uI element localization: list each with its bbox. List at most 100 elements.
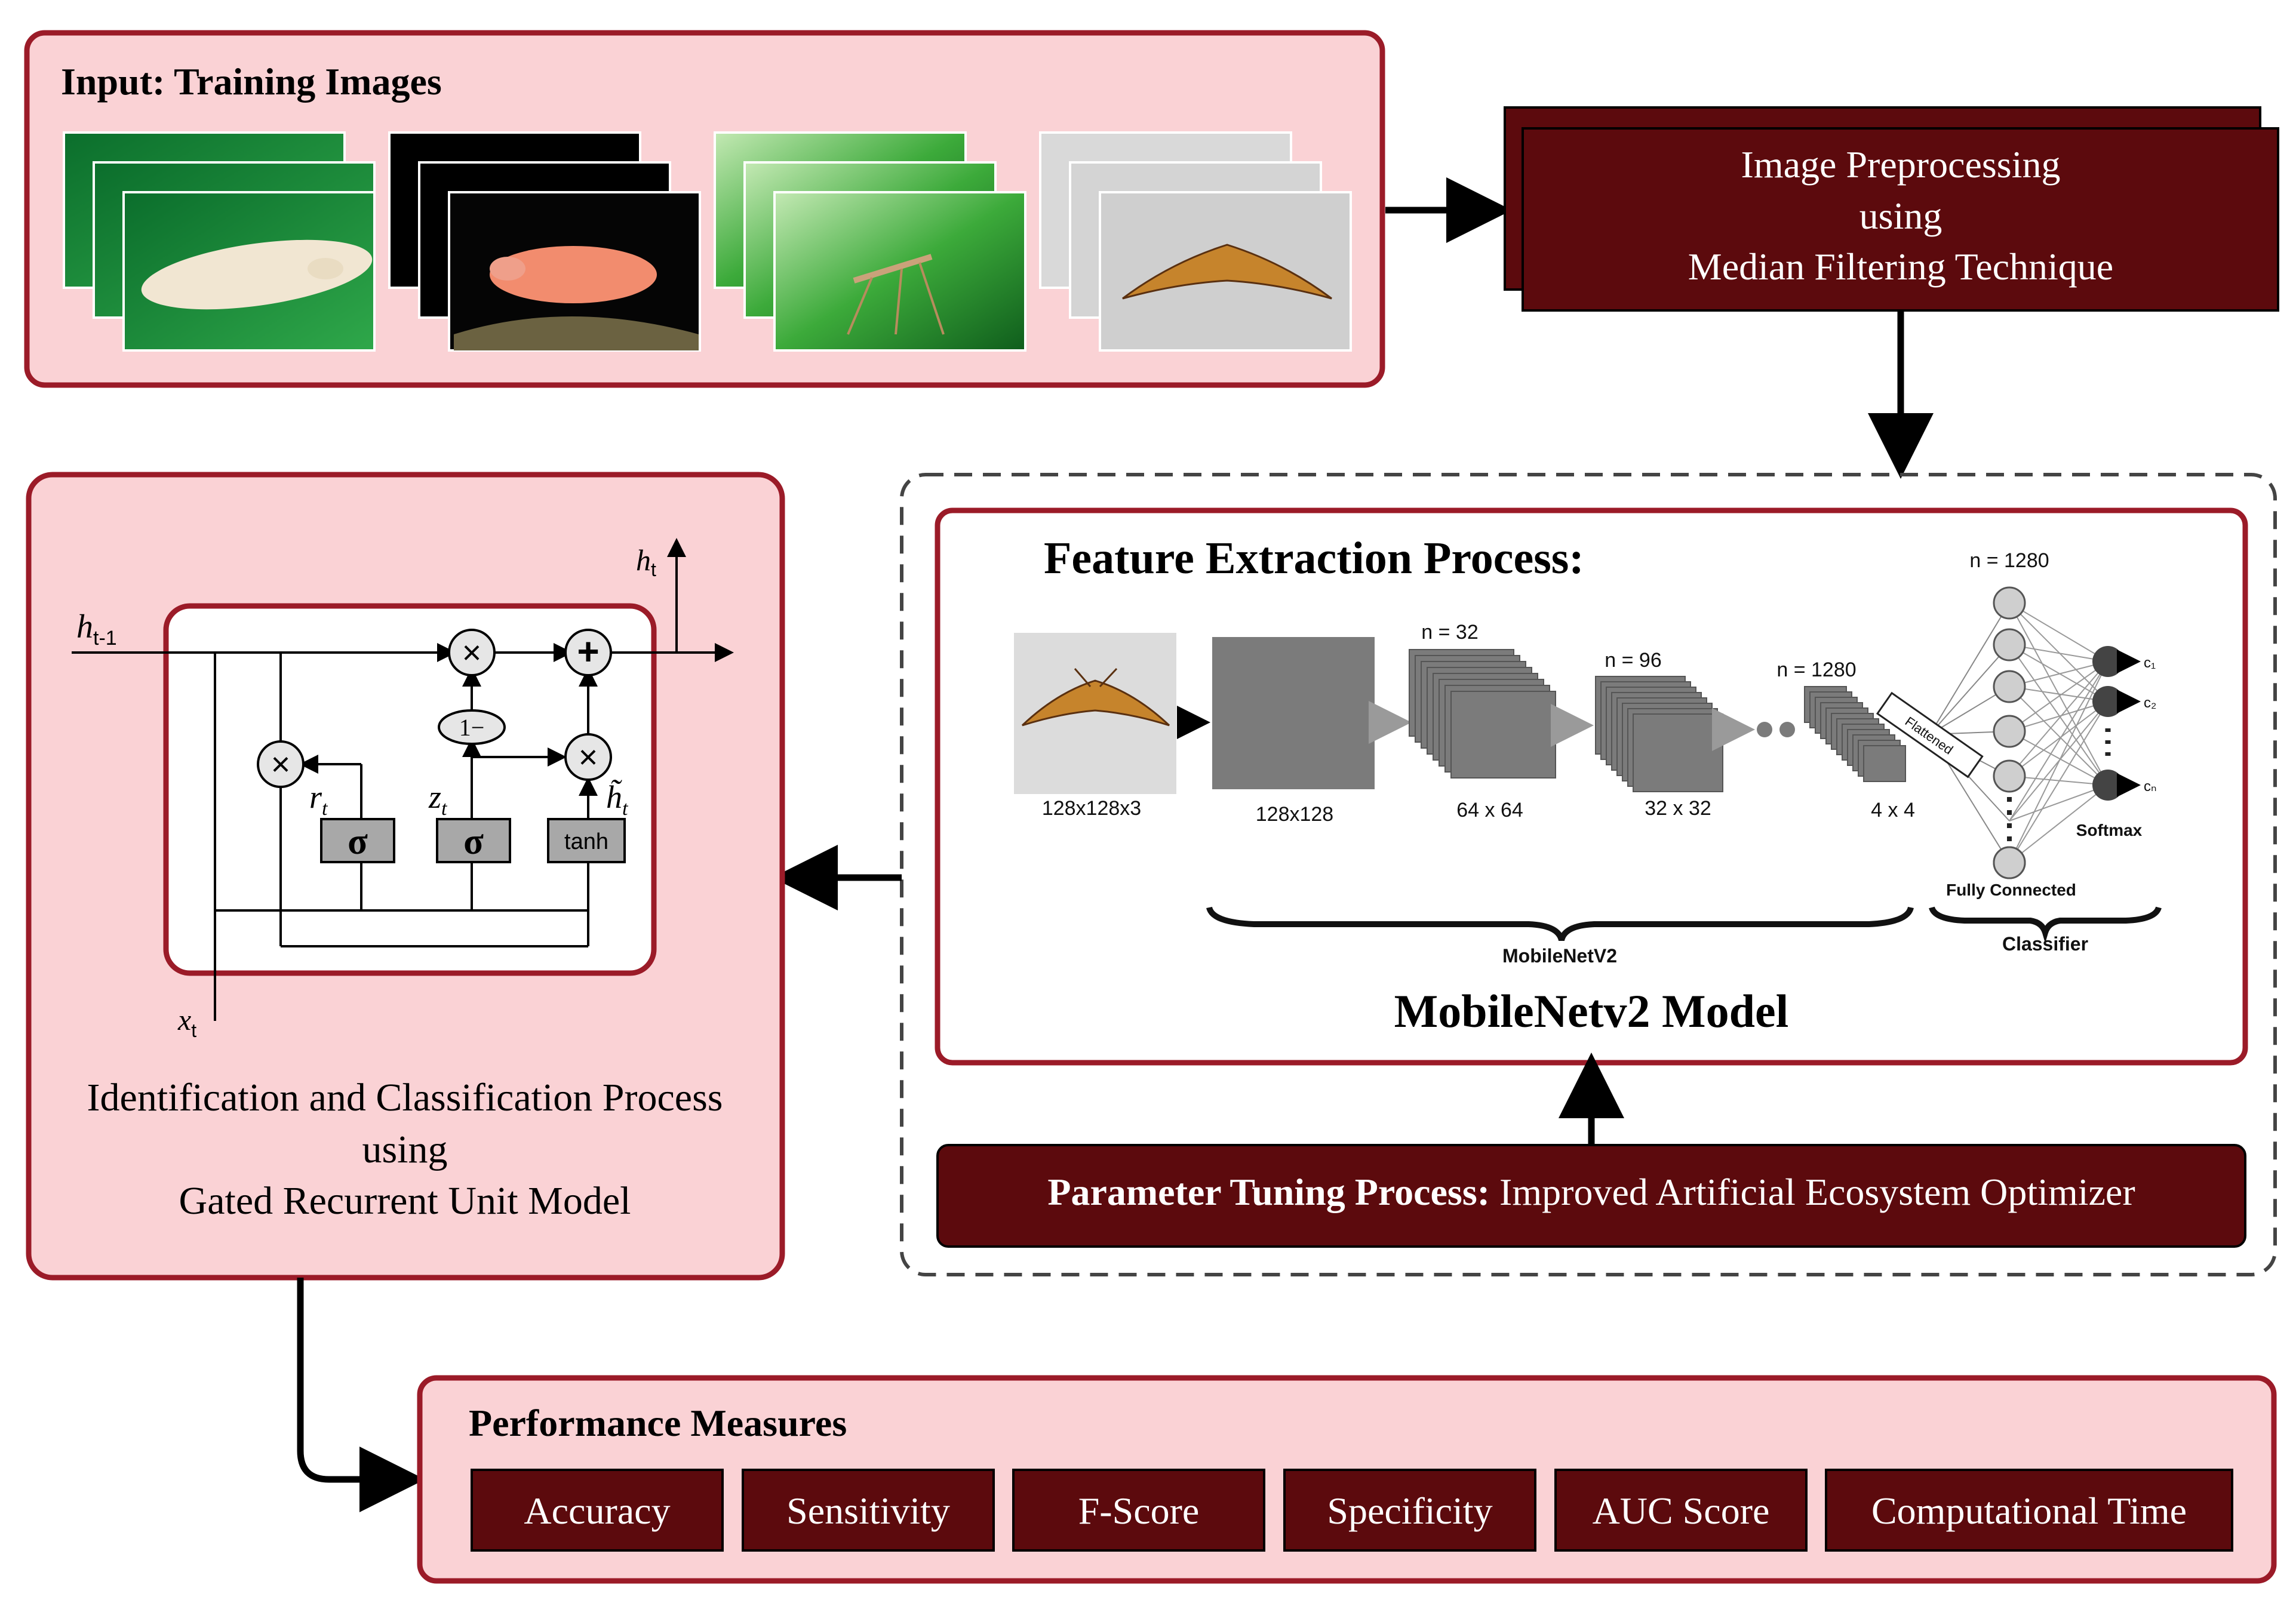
sigma-symbol: σ xyxy=(348,821,368,862)
gru-wires xyxy=(72,538,734,1021)
arrow-gru-to-performance xyxy=(297,1278,425,1512)
label-x-in-sub: t xyxy=(191,1020,196,1041)
output-label-n: cₙ xyxy=(2144,779,2157,795)
connection xyxy=(2009,701,2108,863)
preprocessing-line-1: Image Preprocessing xyxy=(1741,143,2061,186)
connection xyxy=(2009,661,2108,732)
feature-extraction-title: Feature Extraction Process: xyxy=(1044,533,1584,583)
label-htilde: h̃t xyxy=(606,779,629,820)
preprocessing-line-3: Median Filtering Technique xyxy=(1688,245,2113,288)
measure-label: F-Score xyxy=(1078,1490,1200,1532)
update-gate-sigma xyxy=(436,818,511,863)
measure-label: Computational Time xyxy=(1871,1490,2187,1532)
multiply-symbol: × xyxy=(462,633,482,671)
label-x-in: xt xyxy=(177,1003,196,1041)
output-label-1: c₁ xyxy=(2144,655,2156,671)
input-panel: Input: Training Images xyxy=(24,30,1385,388)
label-h-out-sub: t xyxy=(651,559,656,580)
ellipsis-dot xyxy=(1779,722,1795,737)
parameter-tuning-bold: Parameter Tuning Process: xyxy=(1047,1171,1490,1213)
mobilenet-brace-label: MobileNetV2 xyxy=(1502,945,1617,967)
label-h-prev-sub: t-1 xyxy=(93,627,117,650)
hidden-neuron xyxy=(1993,715,2026,748)
hidden-neuron xyxy=(1993,586,2026,620)
label-r-sub: t xyxy=(322,798,328,820)
label-z-sub: t xyxy=(441,798,448,820)
connection xyxy=(2009,784,2108,821)
feature-map xyxy=(1633,713,1723,792)
label-htilde-sub: t xyxy=(622,798,629,820)
connection xyxy=(1929,644,2010,735)
performance-title: Performance Measures xyxy=(469,1402,847,1444)
fully-connected-label: Fully Connected xyxy=(1946,881,2076,899)
mobilenet-model-title: MobileNetv2 Model xyxy=(1394,985,1789,1037)
preprocessing-box: Image Preprocessing using Median Filteri… xyxy=(1504,106,2279,312)
connection xyxy=(2009,686,2108,786)
add-node xyxy=(564,629,612,676)
cnn-layer-2 xyxy=(1409,649,1556,779)
cnn-layer-3-size: 32 x 32 xyxy=(1645,797,1711,820)
cnn-input-image xyxy=(1014,633,1176,794)
connection xyxy=(2009,661,2108,863)
one-minus-node xyxy=(438,709,506,745)
feature-map xyxy=(1863,745,1906,782)
classifier-brace xyxy=(1929,906,2162,943)
hidden-neuron xyxy=(1993,846,2026,879)
connection xyxy=(2009,686,2108,702)
label-z: zt xyxy=(428,779,448,820)
candidate-tanh xyxy=(547,818,626,863)
feature-extraction-panel: Feature Extraction Process: 128x128x3 12… xyxy=(935,507,2248,1066)
label-h-prev: ht-1 xyxy=(76,608,117,650)
gru-cell xyxy=(163,603,657,976)
cnn-layer-4-n: n = 1280 xyxy=(1776,659,1856,681)
hidden-neuron xyxy=(1993,628,2026,661)
classification-line-2: using xyxy=(362,1128,447,1171)
measure-box xyxy=(1554,1469,1808,1552)
connection xyxy=(2009,644,2108,702)
sigma-symbol: σ xyxy=(463,821,484,862)
connection xyxy=(1929,602,2010,735)
output-label-2: c₂ xyxy=(2144,695,2156,711)
hidden-neuron xyxy=(1993,670,2026,703)
multiply-node-reset xyxy=(257,740,305,788)
feature-map xyxy=(1450,691,1556,779)
measure-label: Specificity xyxy=(1327,1490,1492,1532)
cnn-layer-1 xyxy=(1212,637,1375,789)
add-symbol: + xyxy=(577,630,599,673)
multiply-symbol: × xyxy=(271,745,291,783)
cnn-layer-4 xyxy=(1804,686,1906,782)
ellipsis-dot xyxy=(1757,722,1772,737)
multiply-node-top xyxy=(448,629,496,676)
preprocessing-line-2: using xyxy=(1859,195,1942,237)
training-image-stack-2 xyxy=(388,131,701,352)
connection xyxy=(2009,644,2108,786)
one-minus-symbol: 1− xyxy=(459,714,485,741)
parameter-tuning-text: Parameter Tuning Process: Improved Artif… xyxy=(1047,1171,2135,1213)
reset-gate-sigma xyxy=(320,818,395,863)
input-panel-title: Input: Training Images xyxy=(61,60,442,103)
classifier-network xyxy=(1929,586,2141,879)
connection xyxy=(2009,661,2108,821)
training-image-stack-3 xyxy=(714,131,1026,352)
measure-box xyxy=(1283,1469,1536,1552)
connection xyxy=(2009,644,2108,662)
hidden-neuron xyxy=(1993,759,2026,793)
label-htilde-main: h̃ xyxy=(606,779,622,815)
training-image-stack-4 xyxy=(1039,131,1352,352)
cnn-layer-2-n: n = 32 xyxy=(1421,621,1478,644)
label-r: rt xyxy=(309,779,328,820)
output-neuron xyxy=(2092,686,2123,717)
connection xyxy=(2009,776,2108,786)
gru-panel: × + × × 1− σ σ tanh ht-1 ht xt rt zt h̃t… xyxy=(26,472,785,1281)
label-z-main: z xyxy=(428,779,441,815)
cnn-layer-3 xyxy=(1595,676,1723,792)
cnn-layer-2-size: 64 x 64 xyxy=(1456,799,1523,821)
label-r-main: r xyxy=(309,779,322,815)
label-h-prev-main: h xyxy=(76,608,93,645)
measure-label: Accuracy xyxy=(524,1490,670,1532)
classification-line-1: Identification and Classification Proces… xyxy=(87,1076,723,1119)
classifier-brace-label: Classifier xyxy=(2002,933,2088,955)
